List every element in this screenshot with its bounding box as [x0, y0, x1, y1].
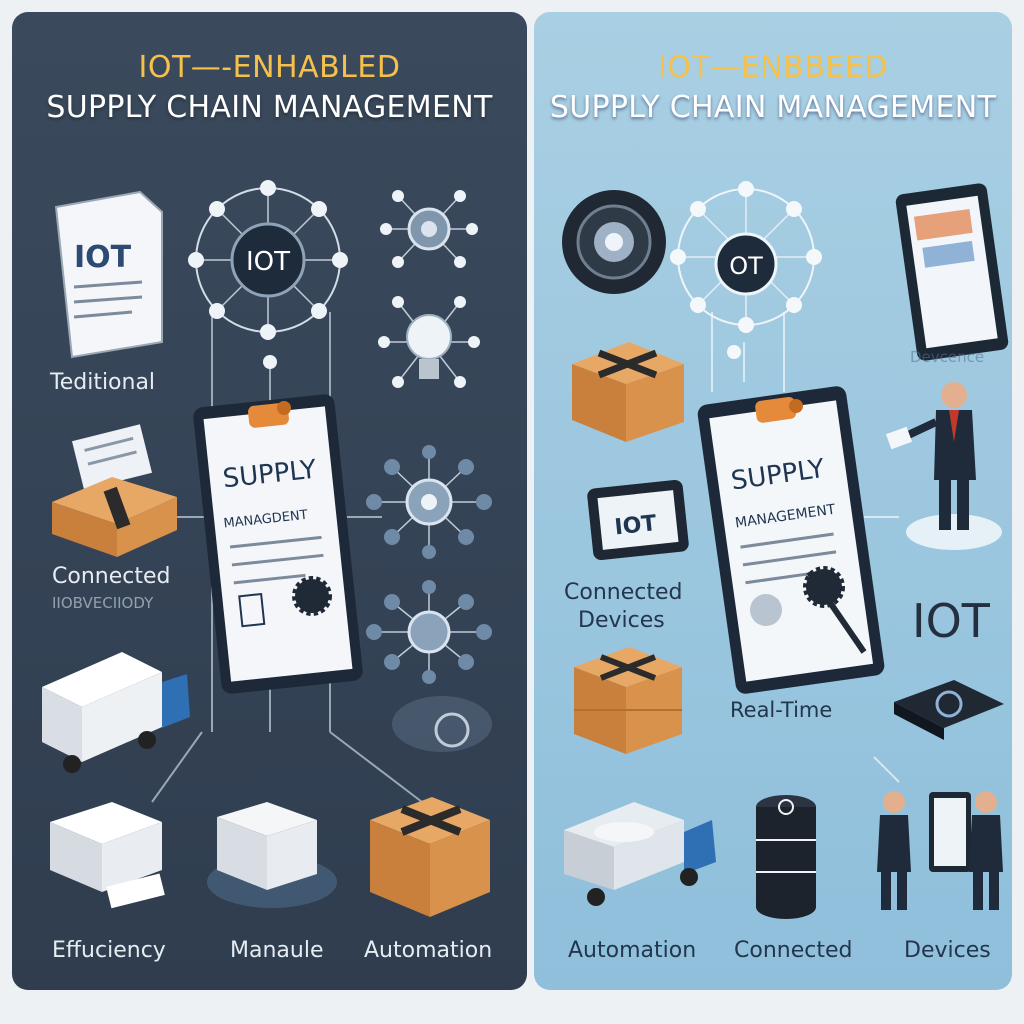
- cardboard-box-icon: [370, 797, 490, 917]
- sensor-node-1: [380, 190, 478, 268]
- right-title-line1: IOT—ENBBEED: [658, 50, 888, 85]
- tablet-icon: [895, 183, 1009, 361]
- box-icon-bottom: [574, 647, 682, 754]
- label-devices-top: Devcence: [910, 348, 985, 366]
- svg-text:OT: OT: [729, 252, 763, 280]
- label-connected-right: Connected: [734, 938, 853, 963]
- label-efficiency: Effuciency: [52, 938, 166, 963]
- supply-clipboard: SUPPLY MANAGDENT: [193, 394, 363, 694]
- package-icon: [207, 802, 337, 908]
- svg-text:IOT: IOT: [246, 247, 290, 277]
- iot-hub-network: IOT: [188, 180, 348, 369]
- sensor-node-2: [366, 445, 492, 559]
- camera-sensor-icon: [562, 190, 666, 294]
- right-hub-network: OT: [670, 181, 822, 359]
- right-illustration: OT IOT: [562, 181, 1009, 919]
- truck-icon: [42, 652, 190, 773]
- businessman-icon: [885, 382, 1002, 550]
- paper-box-icon: [52, 424, 177, 557]
- right-panel: IOT—ENBBEED SUPPLY CHAIN MANAGEMENT OT: [534, 12, 1012, 990]
- left-illustration: IOT IOT: [42, 180, 492, 917]
- label-connected-devices-2: Devices: [578, 608, 665, 633]
- router-device-icon: [894, 680, 1004, 740]
- label-manual: Manaule: [230, 938, 324, 963]
- delivery-truck-icon: [564, 802, 716, 906]
- label-devices-right: Devices: [904, 938, 991, 963]
- crate-icon: [50, 802, 165, 909]
- right-supply-clipboard: SUPPLY MANAGEMENT: [697, 386, 885, 694]
- right-title-line2: SUPPLY CHAIN MANAGEMENT: [549, 90, 997, 125]
- label-connected-devices-1: Connected: [564, 580, 683, 605]
- label-iot-large: IOT: [912, 594, 990, 648]
- left-title-line1: IOT—-ENHABLED: [138, 50, 401, 85]
- label-connected-sub: IIOBVECIIODY: [52, 594, 154, 612]
- document-icon: IOT: [54, 190, 163, 359]
- lightbulb-icon: [378, 296, 480, 388]
- label-automation-right: Automation: [568, 938, 697, 963]
- label-traditional: Teditional: [50, 370, 156, 395]
- server-stack-icon: [756, 795, 816, 919]
- label-connected: Connected: [52, 564, 171, 589]
- sensor-node-3: [366, 580, 492, 752]
- svg-text:IOT: IOT: [613, 511, 657, 540]
- left-title-line2: SUPPLY CHAIN MANAGEMENT: [46, 90, 493, 125]
- svg-text:IOT: IOT: [74, 240, 132, 275]
- iot-badge: IOT: [587, 479, 689, 561]
- label-automation: Automation: [364, 938, 493, 963]
- left-panel: IOT—-ENHABLED SUPPLY CHAIN MANAGEMENT IO…: [12, 12, 527, 990]
- label-realtime: Real-Time: [730, 698, 833, 722]
- box-icon-top: [572, 342, 684, 442]
- businessmen-meeting-icon: [877, 791, 1003, 910]
